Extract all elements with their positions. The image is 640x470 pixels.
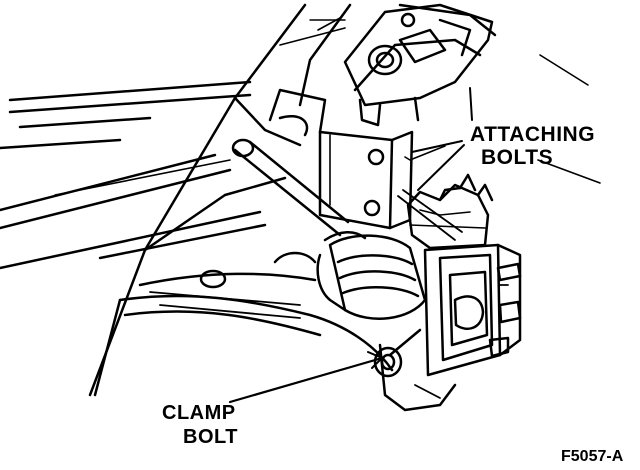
leader-lines — [228, 140, 465, 404]
upper-connector-assembly — [343, 3, 497, 127]
sketch-strokes — [317, 17, 601, 184]
frame-rails — [0, 80, 267, 270]
mounting-bracket — [268, 88, 414, 230]
lower-control-arm — [93, 251, 394, 397]
cv-boot — [316, 231, 427, 320]
attaching-bolts-label-line-2: BOLTS — [481, 146, 554, 169]
wheel-studs — [488, 262, 522, 358]
clamp-bolt-label-line-2: BOLT — [183, 426, 238, 448]
spindle-knuckle — [373, 173, 494, 412]
attaching-bolts-label-line-1: ATTACHING — [470, 123, 596, 146]
clamp-bolt-label-line-1: CLAMP — [162, 402, 236, 424]
hub-rotor — [423, 243, 522, 377]
inner-fender-panel — [88, 3, 352, 397]
figure-code: F5057-A — [561, 448, 624, 465]
tie-rod — [231, 138, 350, 237]
